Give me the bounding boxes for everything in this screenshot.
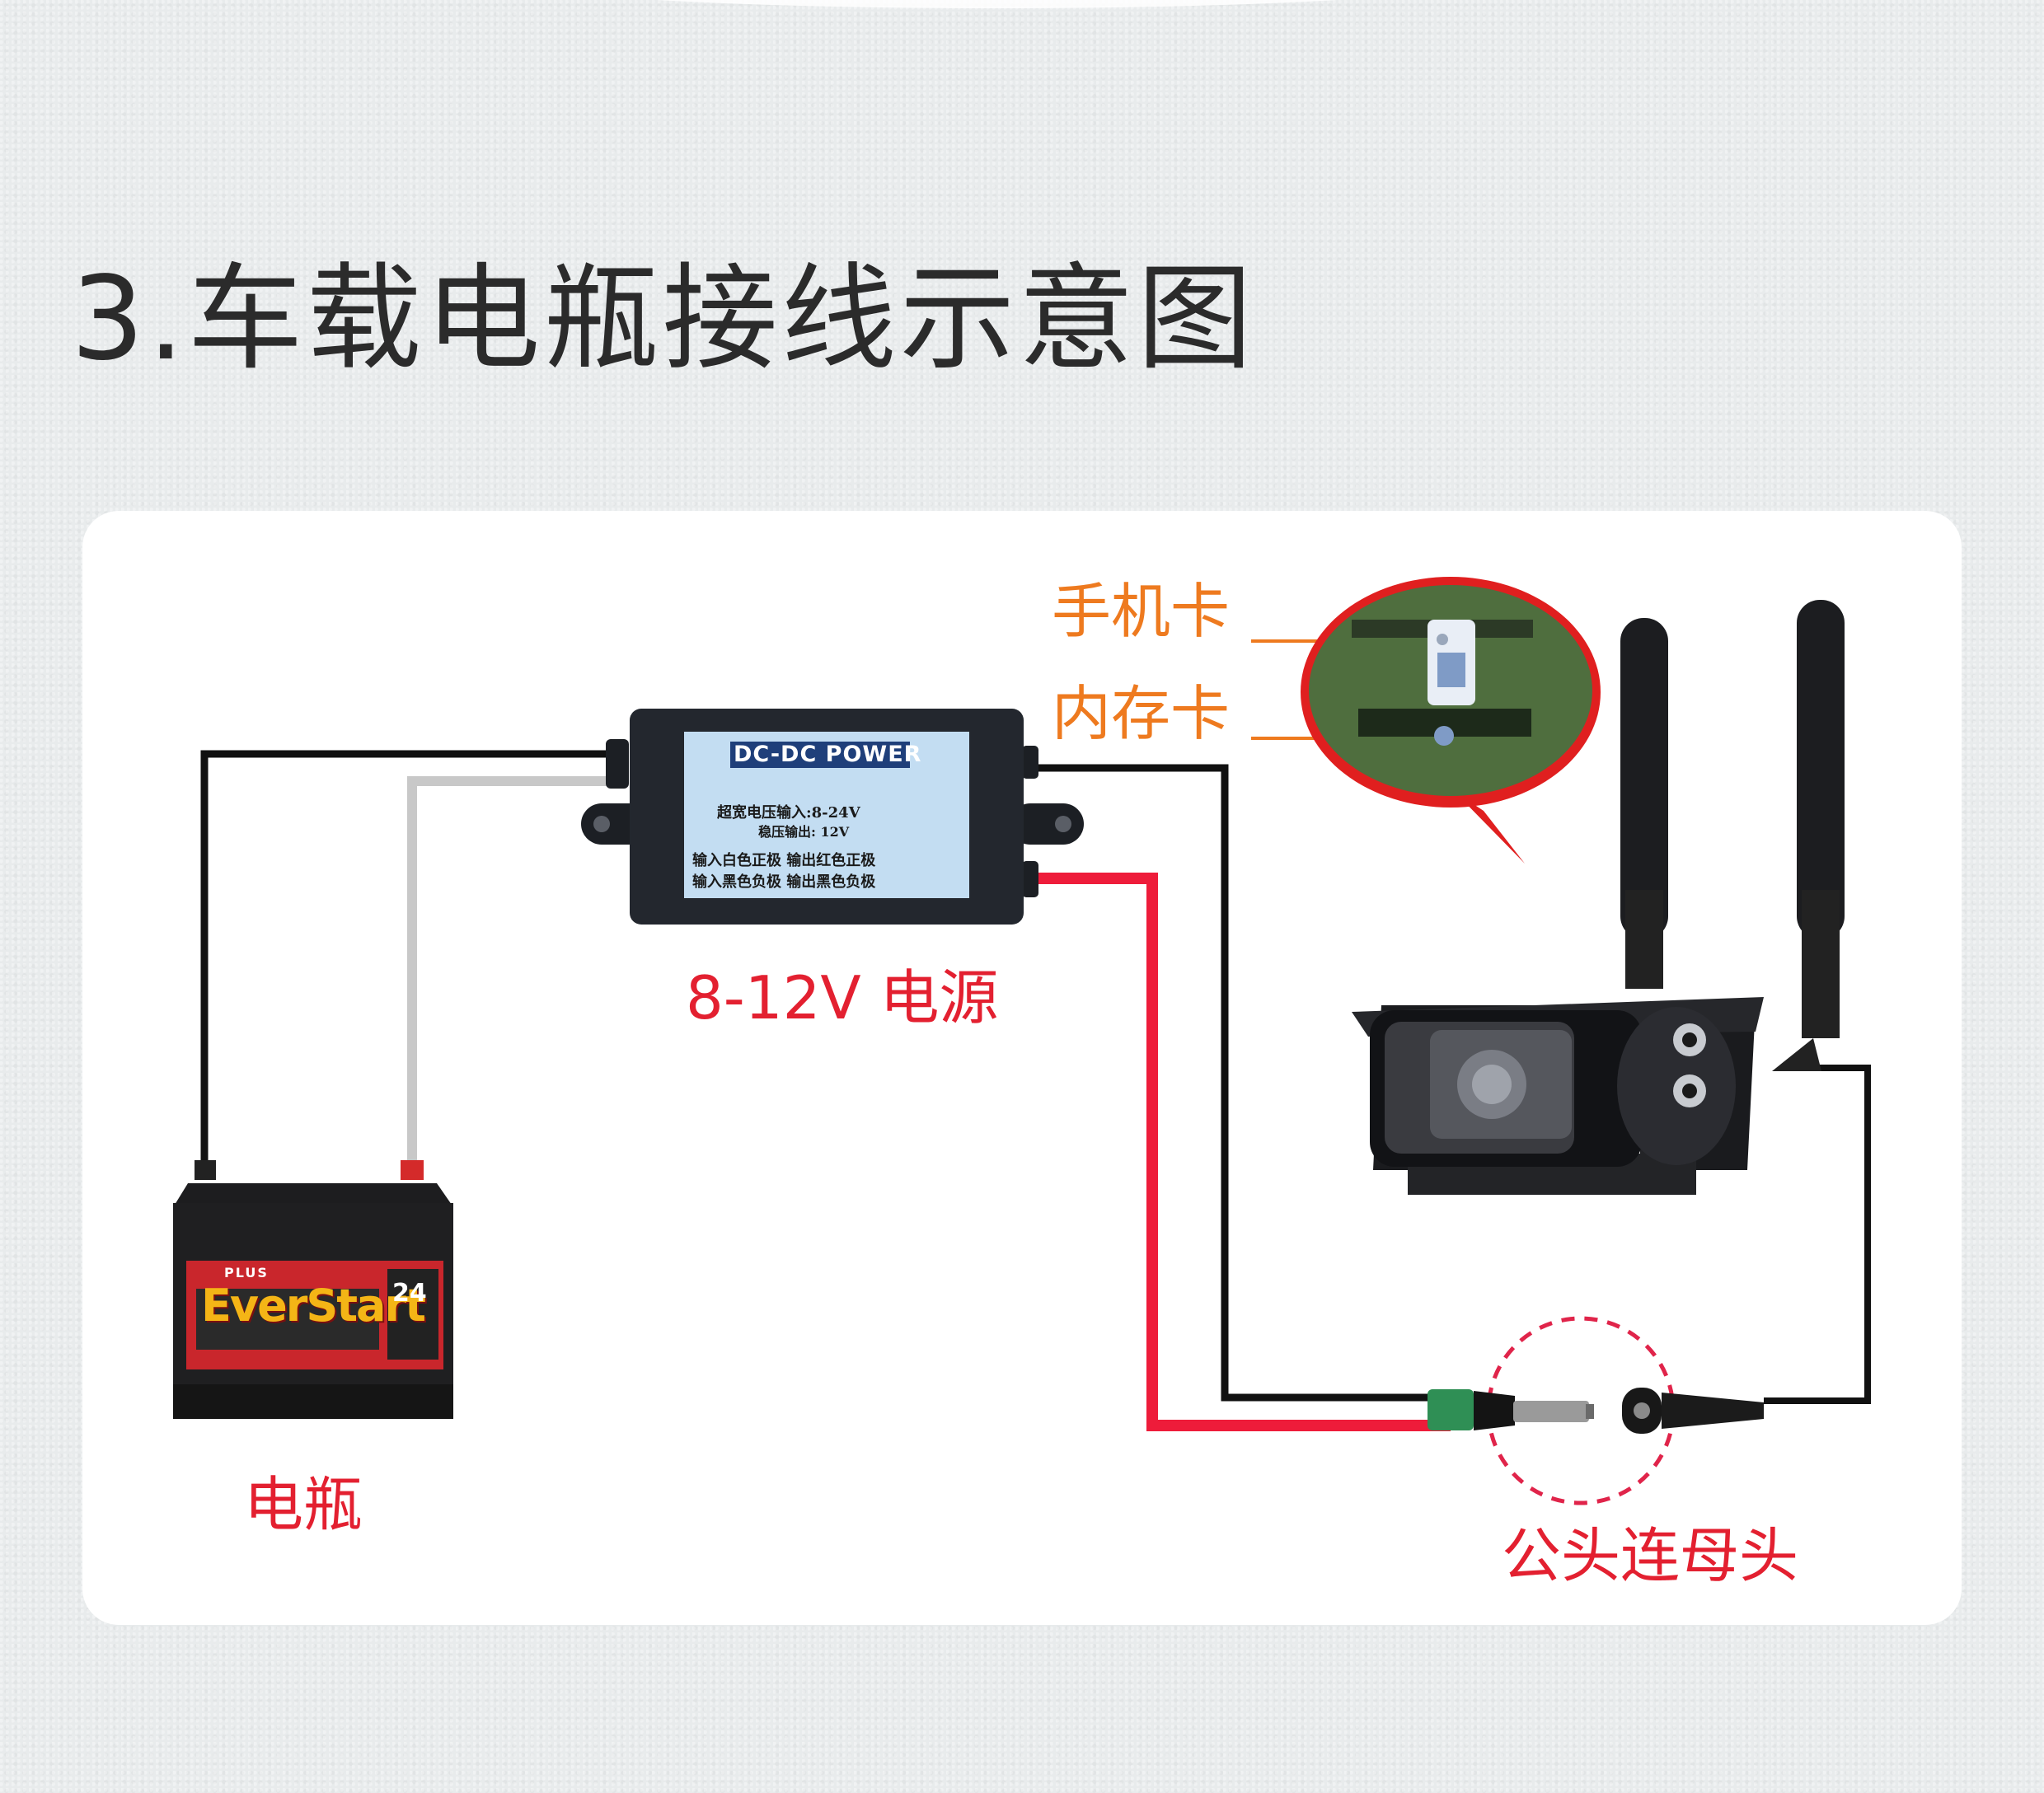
power-supply-label: 8-12V 电源 — [686, 963, 999, 1032]
converter-title: DC-DC POWER — [734, 742, 922, 767]
output-positive-wire — [1029, 873, 1451, 1431]
sim-card-label: 手机卡 — [1052, 577, 1231, 646]
car-battery — [173, 1160, 453, 1419]
card-slot-zoom — [1301, 577, 1601, 864]
dc-dc-converter — [581, 709, 1084, 925]
camera-power-cable — [1764, 1065, 1871, 1404]
battery-label: 电瓶 — [244, 1470, 363, 1539]
converter-line-2: 稳压输出: 12V — [758, 824, 850, 840]
dc-connectors — [1428, 1316, 1764, 1505]
wires — [200, 750, 1871, 1431]
converter-line-3: 输入白色正极 输出红色正极 — [692, 852, 876, 869]
memory-card-label: 内存卡 — [1052, 679, 1231, 748]
battery-plus-tag: PLUS — [224, 1265, 269, 1280]
converter-line-1: 超宽电压输入:8-24V — [717, 804, 860, 822]
camera — [1352, 600, 1845, 1195]
converter-line-4: 输入黑色负极 输出黑色负极 — [692, 873, 876, 891]
top-highlight — [511, 0, 1484, 8]
page-title: 3.车载电瓶接线示意图 — [71, 252, 1256, 386]
output-negative-wire — [1029, 764, 1451, 1402]
battery-negative-wire — [200, 750, 626, 1172]
battery-brand: EverStart — [201, 1280, 426, 1332]
battery-positive-wire — [407, 776, 626, 1172]
connector-label: 公头连母头 — [1502, 1521, 1799, 1590]
battery-number: 24 — [392, 1279, 427, 1308]
